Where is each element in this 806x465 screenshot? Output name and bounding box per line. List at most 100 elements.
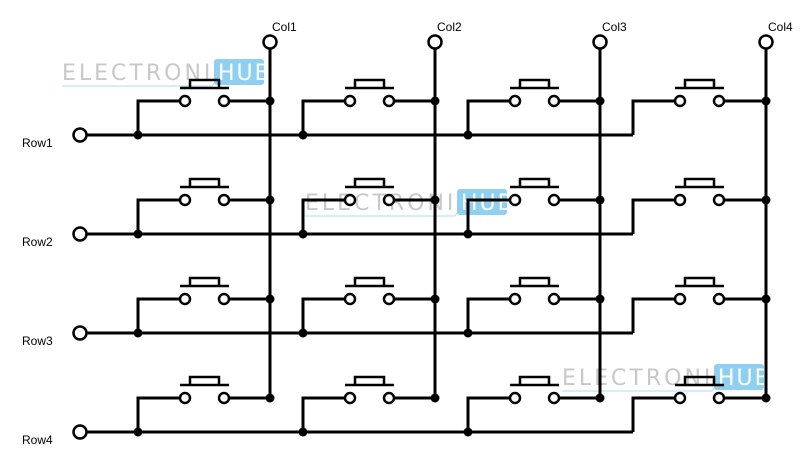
switch-contact bbox=[217, 94, 231, 108]
switch-contact bbox=[673, 193, 687, 207]
push-button-switch bbox=[631, 276, 766, 333]
switch-button-cap bbox=[353, 78, 386, 88]
switch-contact bbox=[382, 94, 396, 108]
row-terminal bbox=[72, 127, 88, 143]
switch-lead bbox=[466, 396, 510, 432]
junction-dot bbox=[463, 130, 473, 140]
junction-dot bbox=[133, 229, 143, 239]
watermark-badge-text: HUB bbox=[461, 191, 515, 216]
switch-contact bbox=[217, 292, 231, 306]
switch-contact bbox=[508, 193, 522, 207]
switch-contact bbox=[712, 391, 726, 405]
row-terminal bbox=[72, 325, 88, 341]
switch-button-cap bbox=[683, 78, 716, 88]
switch-button-cap bbox=[188, 276, 221, 286]
watermark-badge bbox=[714, 364, 764, 390]
switch-contact bbox=[343, 292, 357, 306]
watermark-badge bbox=[214, 59, 264, 85]
push-button-switch bbox=[136, 78, 270, 135]
switch-button-cap bbox=[518, 177, 551, 187]
row-label: Row1 bbox=[22, 136, 53, 150]
switch-contact bbox=[547, 391, 561, 405]
junction-dot bbox=[430, 195, 440, 205]
switch-button-cap bbox=[188, 78, 221, 88]
switch-contact bbox=[343, 193, 357, 207]
switch-contact bbox=[673, 94, 687, 108]
row-terminal bbox=[72, 226, 88, 242]
row-label: Row4 bbox=[22, 433, 53, 447]
column-label: Col1 bbox=[272, 20, 297, 34]
push-button-switch bbox=[466, 375, 600, 432]
switch-contact bbox=[217, 391, 231, 405]
switch-lead bbox=[301, 198, 345, 234]
junction-dot bbox=[761, 96, 771, 106]
switch-contact bbox=[343, 94, 357, 108]
switch-button-cap bbox=[683, 375, 716, 385]
switch-contact bbox=[547, 292, 561, 306]
row-label: Row3 bbox=[22, 334, 53, 348]
junction-dot bbox=[463, 427, 473, 437]
switch-lead bbox=[136, 99, 180, 135]
switch-contact bbox=[712, 292, 726, 306]
junction-dot bbox=[430, 393, 440, 403]
column-label: Col4 bbox=[768, 20, 793, 34]
junction-dot bbox=[265, 294, 275, 304]
column-terminal bbox=[262, 34, 278, 50]
switch-contact bbox=[547, 94, 561, 108]
junction-dot bbox=[265, 195, 275, 205]
junction-dot bbox=[595, 393, 605, 403]
push-button-switch bbox=[136, 177, 270, 234]
switch-contact bbox=[382, 292, 396, 306]
switch-contact bbox=[712, 193, 726, 207]
switch-button-cap bbox=[518, 375, 551, 385]
junction-dot bbox=[463, 328, 473, 338]
push-button-switch bbox=[631, 78, 766, 135]
switch-button-cap bbox=[683, 276, 716, 286]
watermark-badge-text: HUB bbox=[718, 366, 772, 391]
switch-button-cap bbox=[353, 177, 386, 187]
junction-dot bbox=[133, 130, 143, 140]
switch-lead bbox=[301, 297, 345, 333]
junction-dot bbox=[133, 427, 143, 437]
push-button-switch bbox=[136, 276, 270, 333]
push-button-switch bbox=[631, 177, 766, 234]
switch-contact bbox=[673, 391, 687, 405]
column-terminal bbox=[427, 34, 443, 50]
watermark-badge-text: HUB bbox=[218, 61, 272, 86]
junction-dot bbox=[298, 328, 308, 338]
switch-contact bbox=[547, 193, 561, 207]
junction-dot bbox=[298, 427, 308, 437]
push-button-switch bbox=[631, 375, 766, 432]
switch-lead bbox=[301, 396, 345, 432]
switch-contact bbox=[343, 391, 357, 405]
switch-button-cap bbox=[518, 78, 551, 88]
junction-dot bbox=[133, 328, 143, 338]
switch-contact bbox=[508, 94, 522, 108]
switch-lead bbox=[631, 396, 675, 432]
push-button-switch bbox=[466, 276, 600, 333]
junction-dot bbox=[595, 294, 605, 304]
switch-button-cap bbox=[188, 177, 221, 187]
junction-dot bbox=[595, 96, 605, 106]
switch-contact bbox=[673, 292, 687, 306]
junction-dot bbox=[298, 229, 308, 239]
junction-dot bbox=[430, 294, 440, 304]
junction-dot bbox=[298, 130, 308, 140]
switch-button-cap bbox=[353, 276, 386, 286]
switch-button-cap bbox=[188, 375, 221, 385]
switch-button-cap bbox=[683, 177, 716, 187]
switch-lead bbox=[301, 99, 345, 135]
switch-contact bbox=[178, 94, 192, 108]
switch-contact bbox=[178, 193, 192, 207]
switch-lead bbox=[136, 297, 180, 333]
column-terminal bbox=[758, 34, 774, 50]
junction-dot bbox=[430, 96, 440, 106]
junction-dot bbox=[761, 393, 771, 403]
row-label: Row2 bbox=[22, 235, 53, 249]
switch-contact bbox=[217, 193, 231, 207]
